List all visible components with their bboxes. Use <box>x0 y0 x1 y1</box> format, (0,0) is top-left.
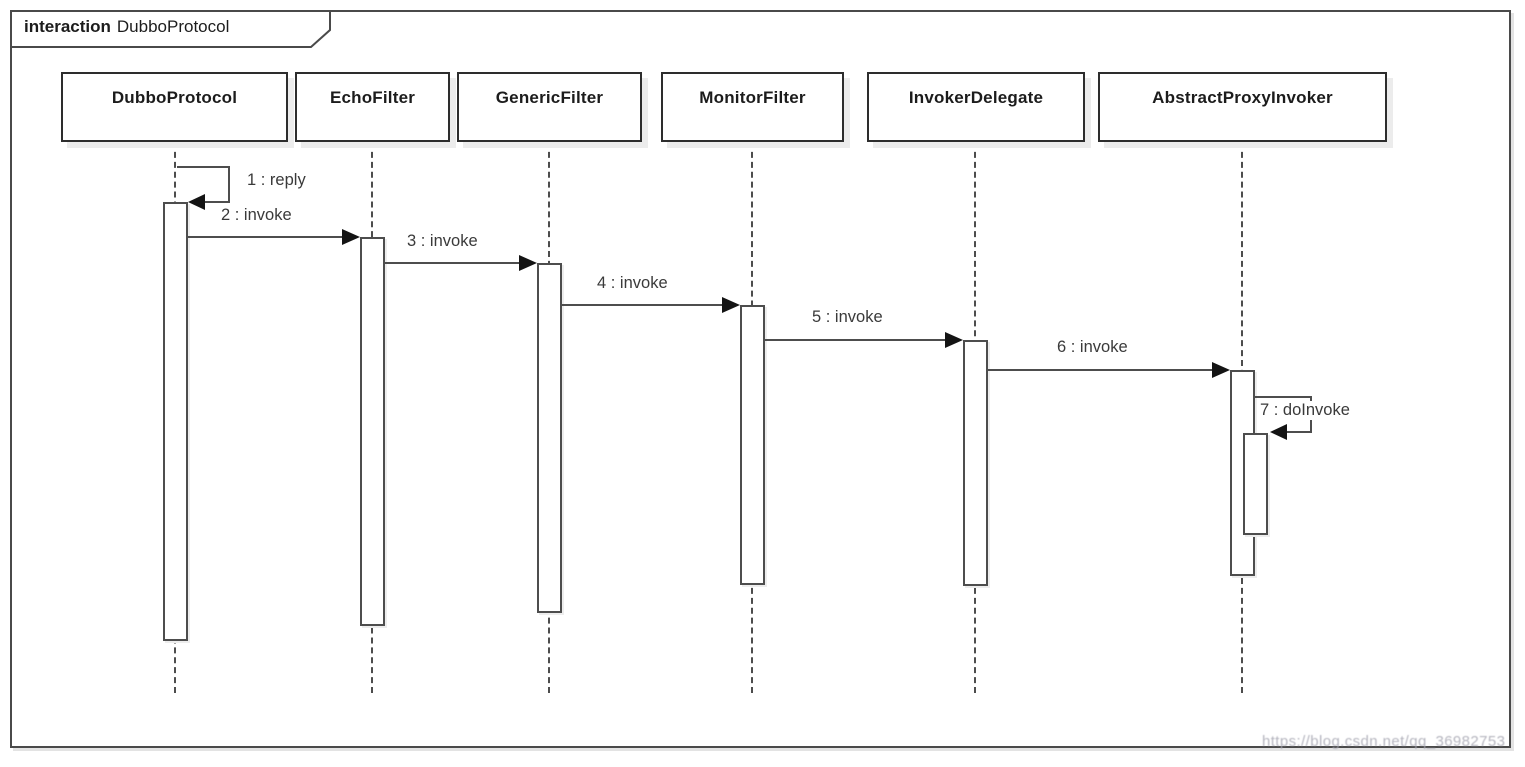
activation-dubboprotocol <box>163 202 188 641</box>
lifeline-name: InvokerDelegate <box>908 88 1044 107</box>
frame-kind-label: interaction <box>24 17 111 36</box>
message-4-line <box>562 304 724 306</box>
message-3-label: 3 : invoke <box>407 232 478 250</box>
message-6-line <box>988 369 1214 371</box>
message-3-line <box>385 262 521 264</box>
lifeline-head-invokerdelegate: InvokerDelegate <box>867 72 1085 142</box>
message-2-label: 2 : invoke <box>221 206 292 224</box>
message-2-line <box>188 236 344 238</box>
message-1-arrowhead <box>188 194 205 210</box>
message-6-label: 6 : invoke <box>1057 338 1128 356</box>
lifeline-name: EchoFilter <box>329 88 416 107</box>
message-2-arrowhead <box>342 229 360 245</box>
frame-title: interaction DubboProtocol <box>24 17 229 37</box>
message-5-line <box>765 339 947 341</box>
activation-invokerdelegate <box>963 340 988 586</box>
lifeline-name: DubboProtocol <box>111 88 238 107</box>
lifeline-name: MonitorFilter <box>699 88 806 107</box>
activation-echofilter <box>360 237 385 626</box>
lifeline-head-monitorfilter: MonitorFilter <box>661 72 844 142</box>
message-7-arrowhead <box>1270 424 1287 440</box>
message-1-self-bottom-line <box>190 201 230 203</box>
message-1-self-right-line <box>228 166 230 203</box>
frame-title-tab <box>10 10 331 48</box>
lifeline-head-dubboprotocol: DubboProtocol <box>61 72 288 142</box>
message-4-label: 4 : invoke <box>597 274 668 292</box>
lifeline-name: AbstractProxyInvoker <box>1152 88 1333 107</box>
message-5-label: 5 : invoke <box>812 308 883 326</box>
message-6-arrowhead <box>1212 362 1230 378</box>
lifeline-head-genericfilter: GenericFilter <box>457 72 642 142</box>
message-1-self-top-line <box>177 166 230 168</box>
message-1-label: 1 : reply <box>247 171 306 189</box>
message-5-arrowhead <box>945 332 963 348</box>
frame-title-text: DubboProtocol <box>116 17 230 36</box>
lifeline-head-echofilter: EchoFilter <box>295 72 450 142</box>
activation-monitorfilter <box>740 305 765 585</box>
activation-genericfilter <box>537 263 562 613</box>
message-7-self-top-line <box>1255 396 1312 398</box>
message-4-arrowhead <box>722 297 740 313</box>
lifeline-head-abstractproxyinvoker: AbstractProxyInvoker <box>1098 72 1387 142</box>
activation-abstractproxyinvoker-nested <box>1243 433 1268 535</box>
message-7-self-bottom-line <box>1272 431 1312 433</box>
watermark-text: https://blog.csdn.net/qq_36982753 <box>1262 733 1506 750</box>
message-3-arrowhead <box>519 255 537 271</box>
message-7-label: 7 : doInvoke <box>1257 401 1353 420</box>
lifeline-name: GenericFilter <box>495 88 604 107</box>
